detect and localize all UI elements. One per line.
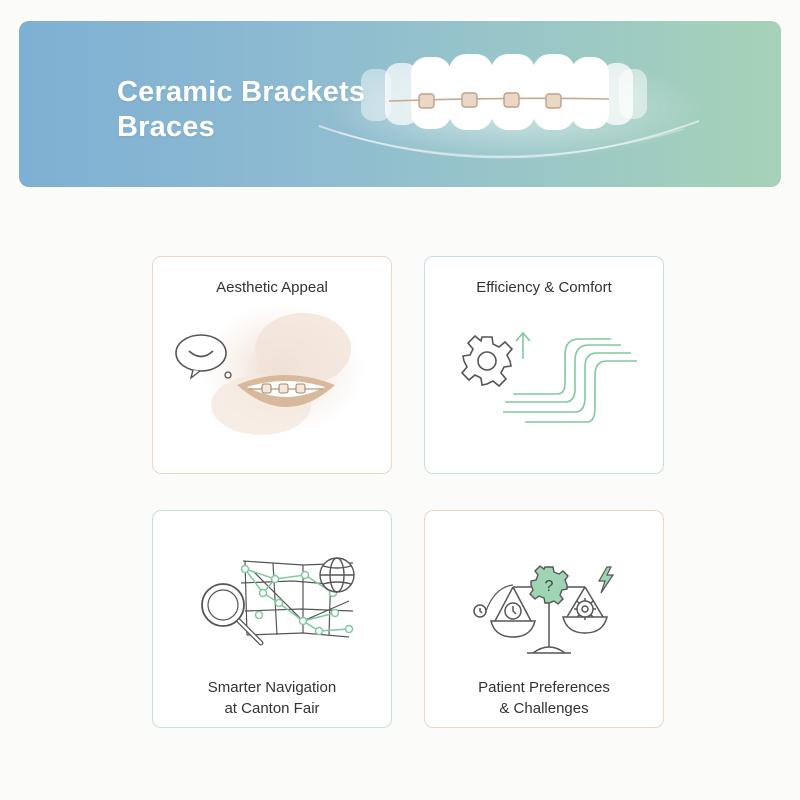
card-title-aesthetic: Aesthetic Appeal xyxy=(216,279,328,296)
balance-scale-icon: ? xyxy=(473,565,615,654)
card-title-preferences: Patient Preferences & Challenges xyxy=(425,677,663,719)
map-search-globe-icon xyxy=(201,557,355,646)
card-title-navigation-line2: at Canton Fair xyxy=(224,700,320,717)
gear-and-flow-icon xyxy=(460,331,637,423)
card-title-preferences-line2: & Challenges xyxy=(499,700,589,717)
card-title-navigation: Smarter Navigation at Canton Fair xyxy=(153,677,391,719)
card-efficiency-comfort[interactable]: Efficiency & Comfort xyxy=(424,256,664,474)
card-smarter-navigation[interactable]: Smarter Navigation at Canton Fair xyxy=(152,510,392,728)
card-title-efficiency: Efficiency & Comfort xyxy=(476,279,612,296)
card-title-navigation-line1: Smarter Navigation xyxy=(207,679,337,696)
smile-with-brackets-icon xyxy=(175,303,365,435)
teeth-braces-illustration xyxy=(318,54,704,161)
card-patient-preferences[interactable]: ? Patient Preferences & Challenges xyxy=(424,510,664,728)
page-title-line1: Ceramic Brackets xyxy=(117,76,366,108)
page-title-line2: Braces xyxy=(117,111,215,143)
header-banner: Ceramic Brackets Braces xyxy=(19,21,781,187)
page-title: Ceramic Brackets Braces xyxy=(117,75,365,145)
svg-text:?: ? xyxy=(545,578,554,595)
card-title-preferences-line1: Patient Preferences xyxy=(478,679,610,696)
card-aesthetic-appeal[interactable]: Aesthetic Appeal xyxy=(152,256,392,474)
